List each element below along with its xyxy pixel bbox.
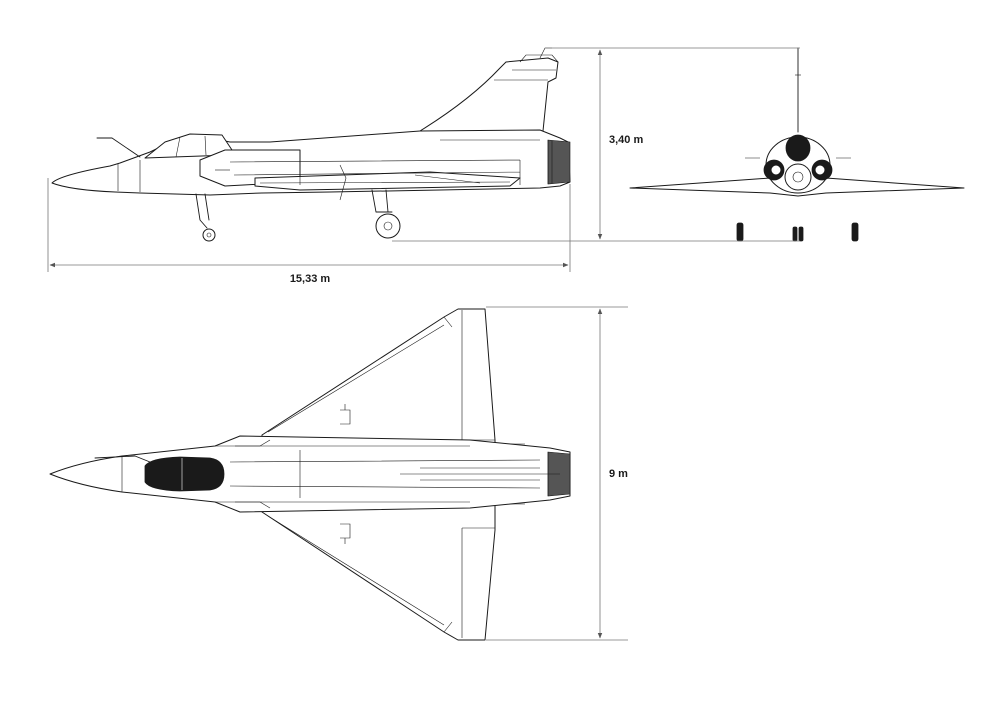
length-dimension: 15,33 m — [47, 178, 571, 285]
wingspan-label: 9 m — [609, 468, 628, 480]
wingspan-dimension: 9 m — [486, 306, 628, 641]
height-label: 3,40 m — [609, 134, 643, 146]
side-view — [51, 47, 571, 242]
length-label: 15,33 m — [290, 273, 331, 285]
top-view — [49, 308, 571, 641]
height-dimension: 3,40 m — [392, 47, 800, 242]
front-view — [629, 47, 965, 242]
